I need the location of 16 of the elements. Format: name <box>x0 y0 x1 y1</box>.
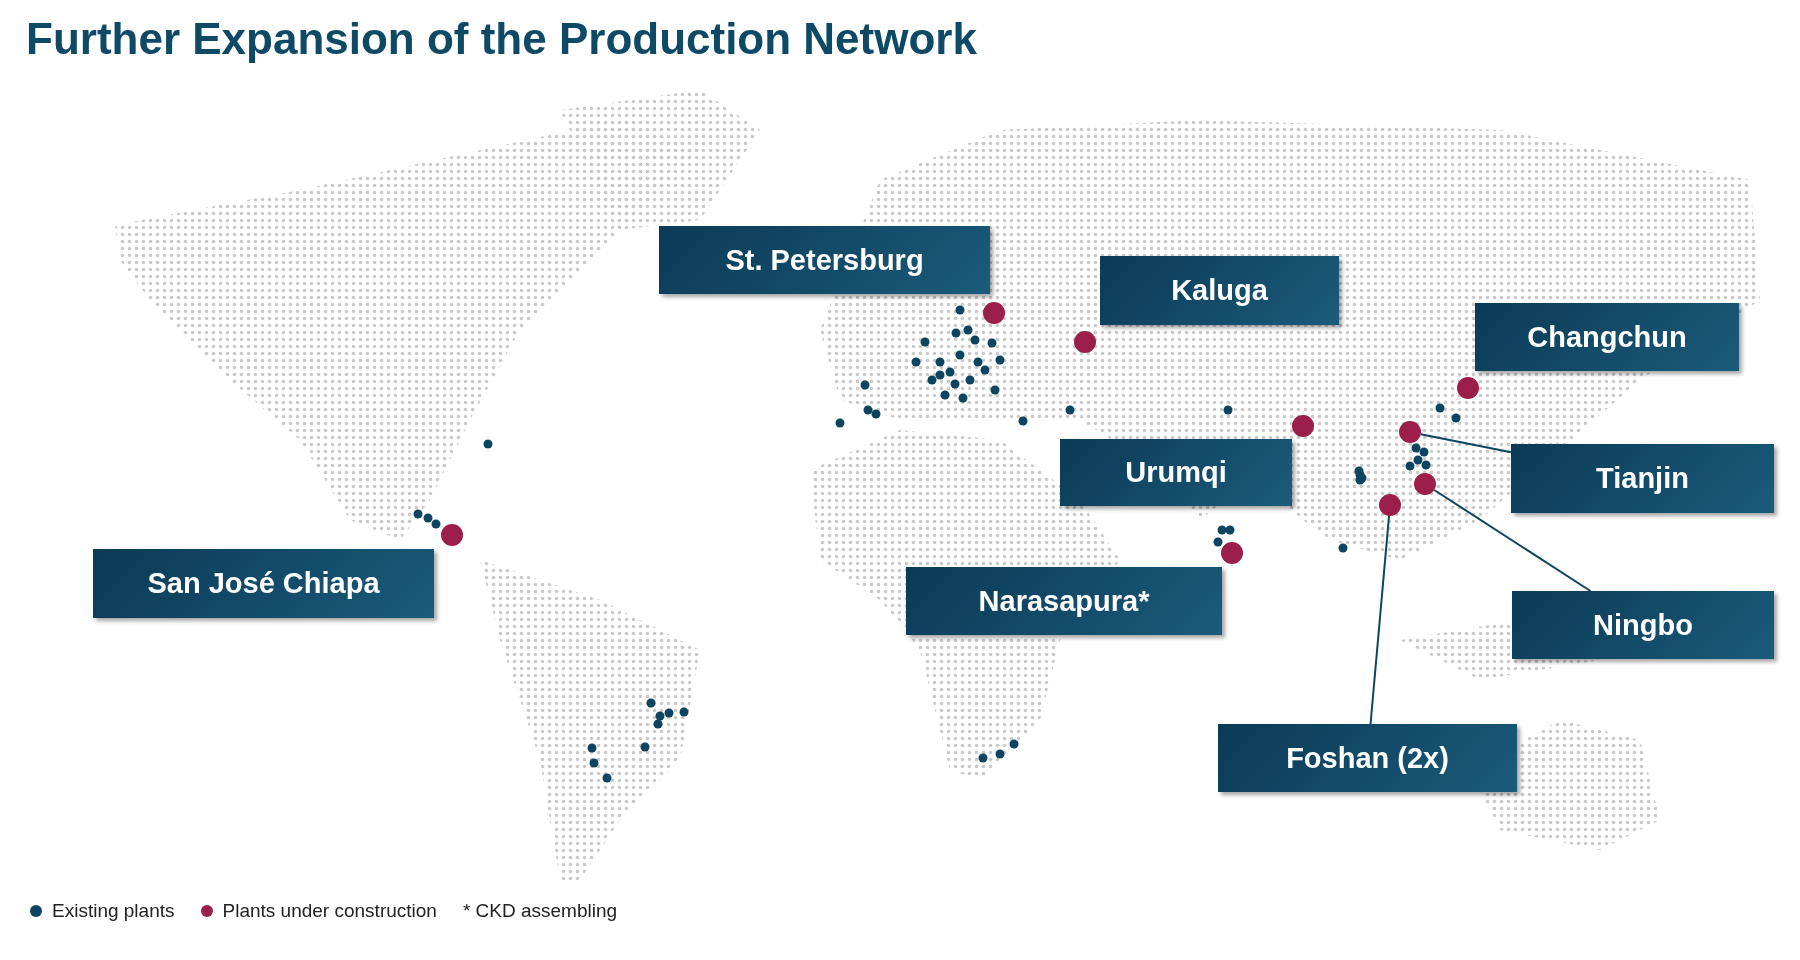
leader-line <box>1369 514 1391 725</box>
location-label: Changchun <box>1475 303 1739 371</box>
location-label: San José Chiapa <box>93 549 434 618</box>
legend-text: Plants under construction <box>222 900 437 922</box>
leader-line <box>1419 433 1512 454</box>
page-title: Further Expansion of the Production Network <box>26 14 977 64</box>
location-label: St. Petersburg <box>659 226 990 294</box>
location-label: Narasapura* <box>906 567 1222 635</box>
location-label: Tianjin <box>1511 444 1774 513</box>
leader-line <box>1433 488 1592 592</box>
location-label: Ningbo <box>1512 591 1774 659</box>
legend-text: Existing plants <box>52 900 175 922</box>
location-label: Urumqi <box>1060 439 1292 506</box>
location-label: Foshan (2x) <box>1218 724 1517 792</box>
location-label: Kaluga <box>1100 256 1339 325</box>
footnote: * CKD assembling <box>462 900 618 922</box>
